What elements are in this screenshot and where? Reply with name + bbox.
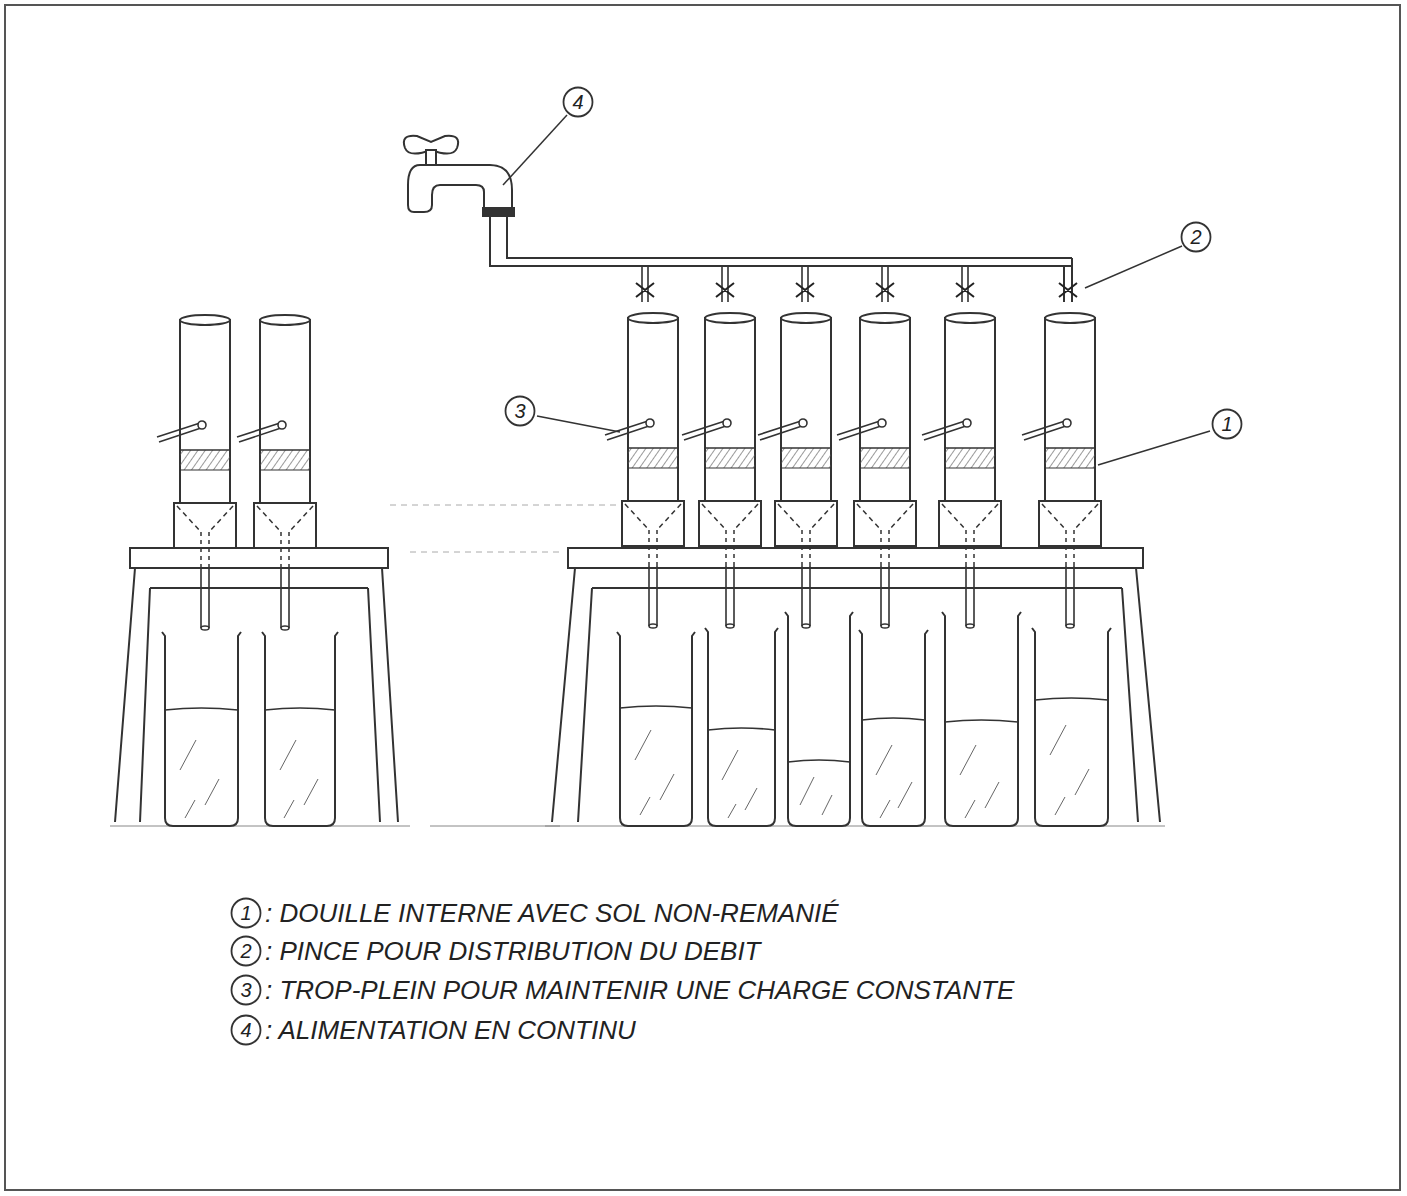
column [237, 315, 316, 630]
column [922, 313, 1001, 628]
legend-text: : DOUILLE INTERNE AVEC SOL NON-REMANIÉ [265, 899, 839, 928]
soil-columns [157, 313, 1101, 630]
frame [5, 5, 1400, 1190]
callout-number: 3 [504, 395, 536, 427]
legend-number: 1 [230, 897, 262, 929]
callout-text: 3 [504, 395, 536, 427]
column [682, 313, 761, 628]
legend-text: : TROP-PLEIN POUR MAINTENIR UNE CHARGE C… [265, 976, 1014, 1005]
callout-text: 1 [1211, 408, 1243, 440]
callout-text: 4 [230, 1014, 262, 1046]
callout-number: 1 [1211, 408, 1243, 440]
column [837, 313, 916, 628]
beakers [162, 612, 1111, 826]
column [605, 313, 684, 628]
legend-text: : PINCE POUR DISTRIBUTION DU DEBIT [265, 937, 761, 966]
faucet [404, 136, 514, 216]
supply-pipe [490, 216, 1072, 302]
callout-number: 4 [562, 86, 594, 118]
callout-text: 1 [230, 897, 262, 929]
legend-number: 2 [230, 935, 262, 967]
column [758, 313, 837, 628]
callout-text: 2 [1180, 221, 1212, 253]
tables [115, 548, 1160, 822]
callout-text: 4 [562, 86, 594, 118]
column [1022, 313, 1101, 628]
leader-lines [503, 115, 1210, 465]
legend-text: : ALIMENTATION EN CONTINU [265, 1016, 636, 1045]
legend-number: 4 [230, 1014, 262, 1046]
column [157, 315, 236, 630]
callout-text: 3 [230, 974, 262, 1006]
callout-number: 2 [1180, 221, 1212, 253]
guide-lines [110, 505, 1165, 826]
callout-text: 2 [230, 935, 262, 967]
clamps [636, 283, 1077, 297]
legend-number: 3 [230, 974, 262, 1006]
